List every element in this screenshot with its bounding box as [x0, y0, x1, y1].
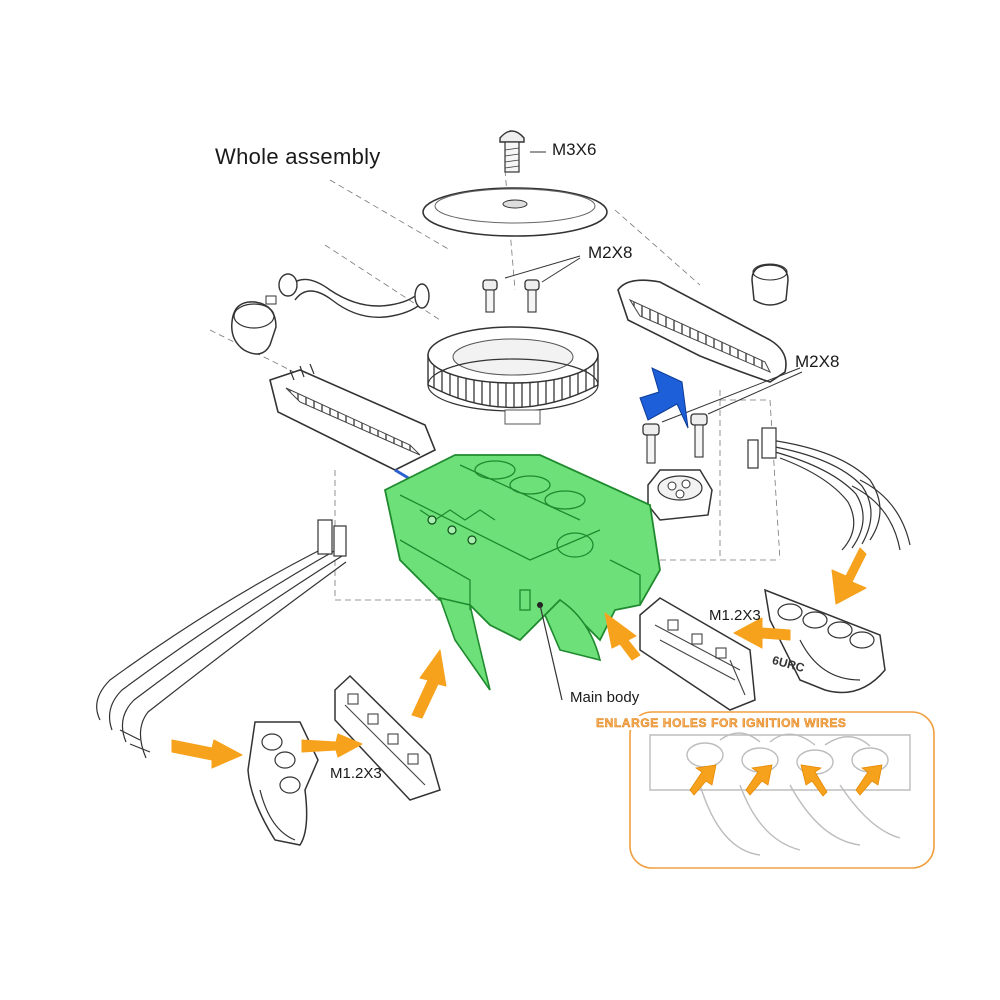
orange-arrow-icon [733, 617, 791, 649]
ignition-wires-right [747, 427, 911, 551]
vent-cap-left [231, 295, 277, 355]
m3x6-screw [499, 130, 546, 173]
exhaust-manifold-left [247, 721, 319, 846]
blue-arrow-icon [639, 367, 689, 429]
orange-arrow-icon [171, 739, 243, 769]
orange-arrows [171, 547, 867, 769]
orange-arrow-icon [301, 733, 363, 758]
orange-arrow-icon [831, 547, 867, 605]
exhaust-manifold-right [764, 588, 886, 694]
label-m2x8-screw-middle: M2X8 [588, 243, 633, 262]
air-cleaner-lid [422, 187, 608, 237]
orange-arrow-icon [411, 649, 447, 719]
main-body-engine-block [383, 454, 661, 701]
distributor-cap [647, 469, 713, 521]
orange-arrow-icon [604, 612, 641, 661]
label-m12x3-screw-right: M1.2X3 [709, 607, 761, 624]
ignition-wire-callout-box [629, 711, 935, 869]
label-m2x8-screw-right: M2X8 [795, 352, 840, 371]
m2x8-screws-middle [482, 255, 581, 313]
m2x8-screws-right [642, 367, 803, 464]
left-cam-cover [269, 363, 437, 487]
air-filter-ring [427, 326, 599, 425]
right-cam-cover [617, 263, 789, 383]
label-m12x3-screw-left: M1.2X3 [330, 765, 382, 782]
label-main-body: Main body [570, 689, 640, 706]
ignition-wires-left [96, 519, 347, 759]
breather-hose [278, 273, 430, 318]
intake-manifold-right [639, 597, 756, 711]
diagram-title: Whole assembly [215, 144, 381, 169]
label-m3x6-screw: M3X6 [552, 140, 597, 159]
callout-note: ENLARGE HOLES FOR IGNITION WIRES [592, 716, 851, 730]
intake-manifold-left [334, 674, 441, 801]
